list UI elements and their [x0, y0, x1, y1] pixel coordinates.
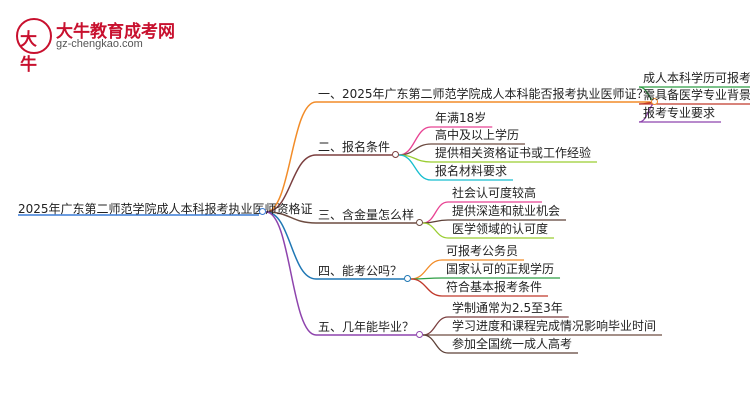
branch-5-child-1-edge	[422, 316, 449, 336]
branch-5-label: 五、几年能毕业？	[318, 320, 415, 334]
logo-url: gz-chengkao.com	[56, 38, 143, 50]
branch-5-node	[416, 331, 424, 338]
logo-mark-icon: 大牛	[16, 18, 52, 75]
branch-3-child-3-label: 医学领域的认可度	[452, 222, 549, 236]
branch-1-child-1-label: 成人本科学历可报考	[643, 71, 750, 85]
branch-1-node	[650, 98, 658, 105]
branch-4-child-3-label: 符合基本报考条件	[446, 280, 543, 294]
branch-3-child-2-edge	[423, 219, 449, 224]
branch-3-child-2-label: 提供深造和就业机会	[452, 204, 561, 218]
branch-4-label: 四、能考公吗？	[318, 264, 403, 278]
branch-1-label: 一、2025年广东第二师范学院成人本科能否报考执业医师证？	[318, 87, 649, 101]
branch-2-child-4-edge	[398, 154, 432, 181]
branch-2-child-4-label: 报名材料要求	[435, 164, 508, 178]
branch-4-child-1-edge	[410, 259, 443, 280]
branch-2-child-2-label: 高中及以上学历	[435, 128, 520, 142]
branch-5-child-3-label: 参加全国统一成人高考	[452, 337, 573, 351]
branch-3-edge	[265, 211, 317, 224]
branch-3-child-3-edge	[422, 222, 449, 239]
logo-title: 大牛教育成考网	[56, 22, 175, 42]
branch-1-child-3-label: 报考专业要求	[643, 106, 716, 120]
branch-2-edge	[265, 154, 317, 213]
root-topic: 2025年广东第二师范学院成人本科报考执业医师资格证	[18, 202, 313, 216]
branch-2-child-1-edge	[398, 126, 432, 156]
branch-4-node	[404, 275, 412, 282]
branch-3-node	[416, 219, 424, 226]
branch-2-label: 二、报名条件	[318, 140, 391, 154]
branch-2-node	[392, 151, 400, 158]
branch-2-child-1-label: 年满18岁	[435, 111, 487, 125]
branch-5-edge	[265, 211, 317, 336]
branch-3-child-1-label: 社会认可度较高	[452, 186, 537, 200]
root-node	[259, 208, 266, 215]
branch-5-child-2-label: 学习进度和课程完成情况影响毕业时间	[452, 319, 657, 333]
branch-1-child-2-label: 需具备医学专业背景	[643, 88, 750, 102]
branch-4-edge	[265, 211, 317, 280]
branch-5-child-1-label: 学制通常为2.5至3年	[452, 301, 563, 315]
branch-4-child-3-edge	[410, 278, 443, 297]
branch-3-label: 三、含金量怎么样	[318, 208, 415, 222]
branch-4-child-1-label: 可报考公务员	[446, 244, 519, 258]
site-logo[interactable]: 大牛 大牛教育成考网 gz-chengkao.com	[12, 16, 175, 75]
branch-1-edge	[265, 101, 317, 213]
branch-2-child-3-label: 提供相关资格证书或工作经验	[435, 146, 592, 160]
branch-5-child-3-edge	[422, 334, 449, 354]
branch-4-child-2-label: 国家认可的正规学历	[446, 262, 555, 276]
